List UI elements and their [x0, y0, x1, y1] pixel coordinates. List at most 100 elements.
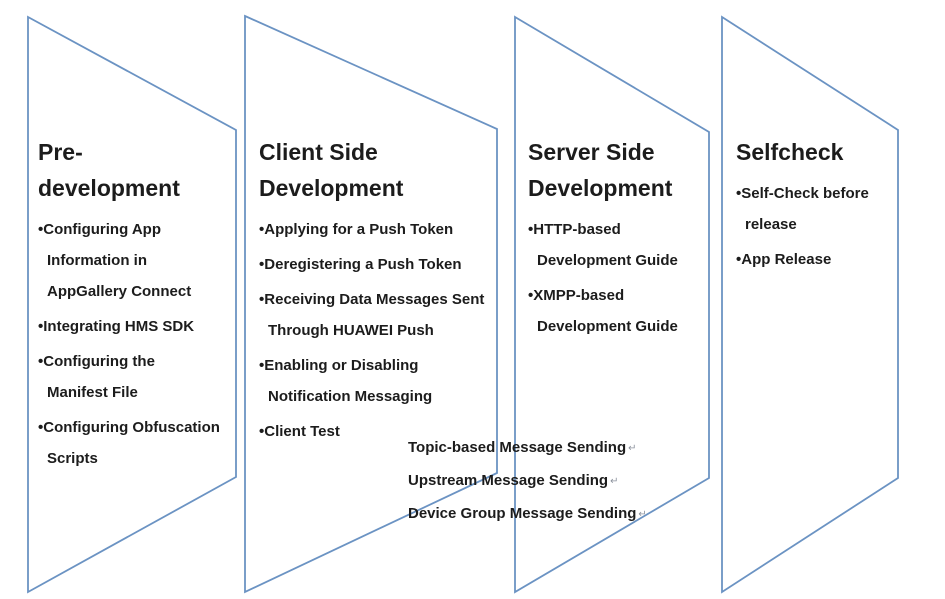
bullet-marker: • [38, 221, 44, 238]
panel-title-line: Server Side [528, 139, 655, 165]
bullet-marker: • [528, 221, 534, 238]
bullet-text: Development Guide [537, 252, 678, 269]
note-text: Topic-based Message Sending [408, 439, 627, 456]
bullet-line: Development Guide [528, 311, 713, 342]
bullet-item: •Configuring App Information in AppGalle… [38, 214, 238, 307]
message-sending-notes: Topic-based Message Sending↵ Upstream Me… [408, 432, 647, 531]
bullet-item: •Applying for a Push Token [259, 214, 501, 245]
bullet-text: Scripts [47, 450, 98, 467]
bullet-text: Information in [47, 252, 147, 269]
bullet-line: •Enabling or Disabling [259, 350, 501, 381]
panel-title: Pre- development [38, 134, 238, 206]
bullet-marker: • [259, 221, 265, 238]
bullet-text: Applying for a Push Token [264, 221, 454, 238]
bullet-text: Configuring the [43, 353, 155, 370]
bullet-list: •Applying for a Push Token •Deregisterin… [259, 214, 501, 447]
bullet-marker: • [259, 423, 265, 440]
line-break-mark-icon: ↵ [638, 509, 647, 520]
bullet-line: •XMPP-based [528, 280, 713, 311]
bullet-text: App Release [741, 251, 832, 268]
bullet-text: Receiving Data Messages Sent [264, 291, 485, 308]
panel-title-line: Pre- [38, 139, 83, 165]
line-break-mark-icon: ↵ [610, 476, 619, 487]
bullet-marker: • [259, 291, 265, 308]
bullet-item: •Configuring Obfuscation Scripts [38, 412, 238, 474]
panel-pre-development: Pre- development •Configuring App Inform… [38, 134, 238, 478]
bullet-line: Development Guide [528, 245, 713, 276]
note-text: Upstream Message Sending [408, 472, 609, 489]
bullet-list: •Self-Check before release •App Release [736, 178, 906, 275]
bullet-line: release [736, 209, 906, 240]
bullet-text: XMPP-based [533, 287, 625, 304]
panel-shape-client-side [244, 14, 498, 594]
bullet-text: release [745, 216, 797, 233]
bullet-line: •Configuring the [38, 346, 238, 377]
panel-title-line: development [38, 175, 180, 201]
bullet-line: Through HUAWEI Push [259, 315, 501, 346]
bullet-item: •Receiving Data Messages Sent Through HU… [259, 284, 501, 346]
bullet-item: •Configuring the Manifest File [38, 346, 238, 408]
panel-client-side-development: Client Side Development •Applying for a … [259, 134, 501, 451]
bullet-item: •Self-Check before release [736, 178, 906, 240]
panel-selfcheck: Selfcheck •Self-Check before release •Ap… [736, 134, 906, 279]
bullet-text: Deregistering a Push Token [264, 256, 462, 273]
bullet-marker: • [38, 353, 44, 370]
panel-shape-server-side [514, 15, 710, 594]
bullet-marker: • [736, 185, 742, 202]
bullet-marker: • [38, 419, 44, 436]
bullet-text: Through HUAWEI Push [268, 322, 434, 339]
bullet-item: •App Release [736, 244, 906, 275]
panel-title-line: Development [528, 175, 673, 201]
note-line: Device Group Message Sending↵ [408, 498, 647, 531]
note-line: Topic-based Message Sending↵ [408, 432, 647, 465]
bullet-list: •Configuring App Information in AppGalle… [38, 214, 238, 474]
bullet-text: Self-Check before [741, 185, 869, 202]
note-line: Upstream Message Sending↵ [408, 465, 647, 498]
line-break-mark-icon: ↵ [628, 443, 637, 454]
bullet-line: •App Release [736, 244, 906, 275]
panel-title: Selfcheck [736, 134, 906, 170]
bullet-text: AppGallery Connect [47, 283, 192, 300]
panel-title-line: Selfcheck [736, 139, 844, 165]
panel-title-line: Client Side [259, 139, 378, 165]
bullet-line: AppGallery Connect [38, 276, 238, 307]
bullet-text: Enabling or Disabling [264, 357, 419, 374]
bullet-line: •Applying for a Push Token [259, 214, 501, 245]
bullet-text: HTTP-based [533, 221, 621, 238]
bullet-line: Scripts [38, 443, 238, 474]
panel-title-line: Development [259, 175, 404, 201]
bullet-line: Notification Messaging [259, 381, 501, 412]
panel-shape-pre-development [27, 15, 237, 594]
bullet-marker: • [259, 256, 265, 273]
panel-server-side-development: Server Side Development •HTTP-based Deve… [528, 134, 713, 346]
bullet-line: •Deregistering a Push Token [259, 249, 501, 280]
bullet-line: •Configuring App [38, 214, 238, 245]
bullet-text: Integrating HMS SDK [43, 318, 195, 335]
bullet-list: •HTTP-based Development Guide •XMPP-base… [528, 214, 713, 342]
bullet-item: •XMPP-based Development Guide [528, 280, 713, 342]
bullet-text: Notification Messaging [268, 388, 433, 405]
note-text: Device Group Message Sending [408, 505, 637, 522]
bullet-text: Configuring Obfuscation [43, 419, 220, 436]
bullet-marker: • [736, 251, 742, 268]
panel-shape-selfcheck [721, 15, 899, 594]
bullet-text: Manifest File [47, 384, 138, 401]
bullet-text: Configuring App [43, 221, 162, 238]
bullet-item: •Deregistering a Push Token [259, 249, 501, 280]
bullet-item: •Enabling or Disabling Notification Mess… [259, 350, 501, 412]
panel-title: Server Side Development [528, 134, 713, 206]
panel-title: Client Side Development [259, 134, 501, 206]
bullet-text: Client Test [264, 423, 340, 440]
bullet-line: •Integrating HMS SDK [38, 311, 238, 342]
bullet-text: Development Guide [537, 318, 678, 335]
bullet-line: Information in [38, 245, 238, 276]
bullet-marker: • [259, 357, 265, 374]
bullet-line: •Configuring Obfuscation [38, 412, 238, 443]
bullet-marker: • [38, 318, 44, 335]
bullet-item: •Integrating HMS SDK [38, 311, 238, 342]
bullet-item: •HTTP-based Development Guide [528, 214, 713, 276]
bullet-item: •Client Test [259, 416, 501, 447]
bullet-line: •Receiving Data Messages Sent [259, 284, 501, 315]
bullet-marker: • [528, 287, 534, 304]
